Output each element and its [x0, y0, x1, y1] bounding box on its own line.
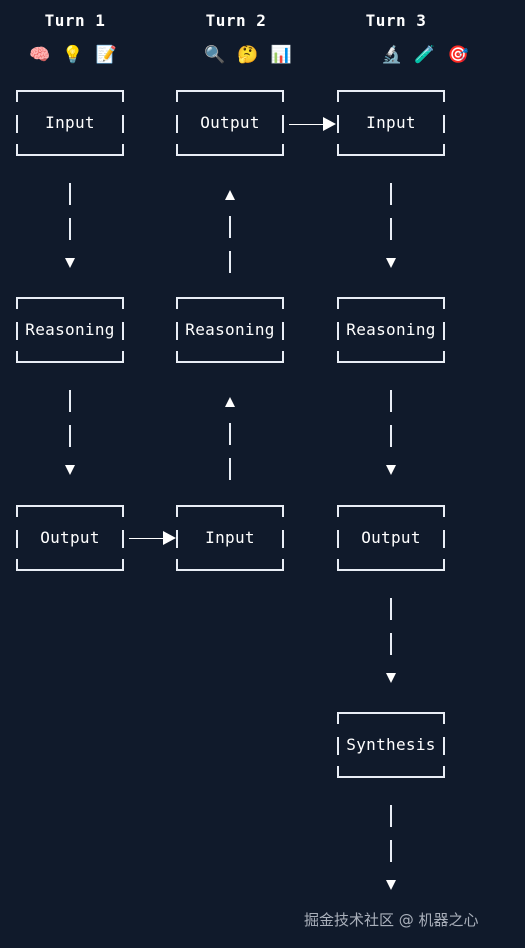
t2-output-node: Output	[176, 90, 284, 156]
t2-input-node: Input	[176, 505, 284, 571]
connector	[229, 458, 231, 480]
magnifier-icon: 🔍	[203, 45, 226, 65]
arrow-down-icon	[65, 465, 75, 475]
arrow-down-icon	[386, 258, 396, 268]
connector	[390, 218, 392, 240]
turn-1-emoji-row: 🧠 💡 📝	[13, 43, 133, 67]
node-label: Reasoning	[25, 320, 115, 339]
connector	[69, 218, 71, 240]
connector	[69, 390, 71, 412]
connector	[69, 425, 71, 447]
arrow-right-icon	[323, 117, 336, 131]
connector	[390, 805, 392, 827]
microscope-icon: 🔬	[380, 45, 403, 65]
t2-reasoning-node: Reasoning	[176, 297, 284, 363]
connector	[69, 183, 71, 205]
turn-1-title: Turn 1	[44, 11, 106, 30]
connector	[390, 183, 392, 205]
connector	[390, 425, 392, 447]
t3-input-node: Input	[337, 90, 445, 156]
turn-2-title: Turn 2	[205, 11, 267, 30]
arrow-down-icon	[386, 673, 396, 683]
connector	[129, 538, 163, 539]
node-label: Output	[200, 113, 260, 132]
connector	[390, 840, 392, 862]
t3-reasoning-node: Reasoning	[337, 297, 445, 363]
t1-reasoning-node: Reasoning	[16, 297, 124, 363]
watermark-text: 掘金技术社区 @ 机器之心	[304, 911, 479, 929]
connector	[390, 598, 392, 620]
connector	[390, 390, 392, 412]
thinking-face-icon: 🤔	[237, 45, 259, 65]
arrow-down-icon	[386, 880, 396, 890]
node-label: Synthesis	[346, 735, 436, 754]
t1-output-node: Output	[16, 505, 124, 571]
node-label: Reasoning	[346, 320, 436, 339]
connector	[229, 423, 231, 445]
node-label: Output	[40, 528, 100, 547]
t1-input-node: Input	[16, 90, 124, 156]
turn-2-emoji-row: 🔍 🤔 📊	[188, 43, 308, 67]
test-tube-icon: 🧪	[414, 45, 436, 65]
turn-3-title: Turn 3	[365, 11, 427, 30]
node-label: Input	[45, 113, 95, 132]
connector	[289, 124, 323, 125]
turn-3-emoji-row: 🔬 🧪 🎯	[365, 43, 485, 67]
arrow-down-icon	[65, 258, 75, 268]
arrow-right-icon	[163, 531, 176, 545]
connector	[390, 633, 392, 655]
arrow-up-icon	[225, 190, 235, 200]
target-icon: 🎯	[447, 45, 469, 65]
brain-icon: 🧠	[28, 45, 51, 65]
t3-output-node: Output	[337, 505, 445, 571]
lightbulb-icon: 💡	[62, 45, 84, 65]
t3-synthesis-node: Synthesis	[337, 712, 445, 778]
node-label: Input	[366, 113, 416, 132]
bar-chart-icon: 📊	[270, 45, 292, 65]
node-label: Reasoning	[185, 320, 275, 339]
memo-icon: 📝	[95, 45, 117, 65]
arrow-up-icon	[225, 397, 235, 407]
connector	[229, 251, 231, 273]
arrow-down-icon	[386, 465, 396, 475]
connector	[229, 216, 231, 238]
node-label: Input	[205, 528, 255, 547]
node-label: Output	[361, 528, 421, 547]
